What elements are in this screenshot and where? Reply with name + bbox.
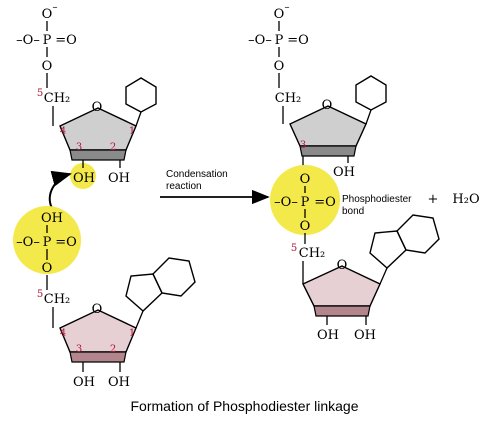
phosphate-top-oxygen: O <box>42 7 53 22</box>
ch2-group: CH₂ <box>299 246 326 261</box>
phosphate-bridge-oxygen: O <box>42 261 53 276</box>
phosphate-phosphorus: P <box>275 33 284 48</box>
left-top-nucleotide: O – –O– P =O O 5 CH₂ O 4 3 2 1 OH <box>16 2 157 189</box>
hydroxyl-2: OH <box>108 171 130 186</box>
reaction-arrow: Condensation reaction <box>160 169 270 205</box>
phosphate-phosphorus: P <box>43 235 52 250</box>
carbon-2-label: 2 <box>110 344 116 355</box>
right-top-sugar-ring: O 3 <box>289 98 367 157</box>
phosphate-left-oxygen: –O– <box>16 235 40 250</box>
phosphate-phosphorus: P <box>43 33 52 48</box>
hydroxyl-3: OH <box>73 375 95 390</box>
ch2-group: CH₂ <box>44 91 71 106</box>
carbon-4-label: 4 <box>60 328 66 339</box>
carbon-1-label: 1 <box>129 126 135 137</box>
base-hexagon <box>355 75 387 111</box>
carbon-5-label: 5 <box>37 88 43 99</box>
phosphate-left-oxygen: –O– <box>16 33 40 48</box>
linkage-bottom-oxygen: O <box>300 219 311 234</box>
left-top-sugar-ring: O 4 3 2 1 <box>59 100 137 161</box>
hydroxyl-3: OH <box>73 171 95 186</box>
left-mid-phosphate: OH –O– P =O O <box>13 206 81 290</box>
ch2-group: CH₂ <box>44 292 71 307</box>
hydroxyl-3: OH <box>317 328 339 343</box>
ring-oxygen: O <box>92 302 103 317</box>
ring-oxygen: O <box>322 98 333 113</box>
carbon-5-label: 5 <box>291 243 297 254</box>
hydroxyl-2: OH <box>108 375 130 390</box>
water-product: H₂O <box>452 192 479 207</box>
carbon-5-label: 5 <box>37 289 43 300</box>
linkage-double-oxygen: =O <box>314 195 336 210</box>
phosphate-double-oxygen: =O <box>55 235 77 250</box>
linkage-phosphorus: P <box>301 195 310 210</box>
ch2-group: CH₂ <box>275 91 302 106</box>
phosphate-double-oxygen: =O <box>55 33 77 48</box>
condensation-label: Condensation <box>166 169 228 180</box>
phosphate-bridge-oxygen: O <box>274 59 285 74</box>
phosphate-bridge-oxygen: O <box>42 59 53 74</box>
carbon-4-label: 4 <box>60 126 66 137</box>
carbon-2-label: 2 <box>110 142 116 153</box>
right-bottom-nucleotide: 5 CH₂ O OH OH <box>291 214 440 343</box>
phosphate-hydroxyl: OH <box>41 211 63 226</box>
purine-base-icon <box>369 214 440 269</box>
linkage-highlight <box>270 165 340 235</box>
plus-sign: + <box>428 192 439 207</box>
figure-caption: Formation of Phosphodiester linkage <box>130 398 359 414</box>
right-top-nucleotide: O – –O– P =O O CH₂ O 3 OH <box>248 2 387 180</box>
phosphodiester-linkage: O –O– P =O O Phosphodiester bond <box>270 165 412 244</box>
ring-oxygen: O <box>92 100 103 115</box>
carbon-3-label: 3 <box>76 344 82 355</box>
phosphate-double-oxygen: =O <box>287 33 309 48</box>
ring-oxygen: O <box>337 258 348 273</box>
carbon-3-label: 3 <box>76 142 82 153</box>
left-bottom-nucleotide: 5 CH₂ O 4 3 2 1 OH OH <box>37 257 196 390</box>
right-top-phosphate: O – –O– P =O O <box>248 2 309 88</box>
phosphodiester-bond-label: Phosphodiester <box>342 194 412 205</box>
purine-base-icon <box>125 257 196 312</box>
reaction-label: reaction <box>166 181 202 192</box>
phosphate-top-charge: – <box>53 2 58 13</box>
phosphate-left-oxygen: –O– <box>248 33 272 48</box>
carbon-3-label: 3 <box>300 140 306 151</box>
phosphate-top-oxygen: O <box>274 7 285 22</box>
hydroxyl-2: OH <box>333 165 355 180</box>
base-hexagon <box>125 77 157 113</box>
hydroxyl-2: OH <box>354 328 376 343</box>
phosphate-top-charge: – <box>285 2 290 13</box>
reactive-3-hydroxyl-highlight <box>70 163 96 189</box>
attack-arrow <box>48 170 72 209</box>
carbon-1-label: 1 <box>129 328 135 339</box>
phosphate-highlight <box>13 206 81 274</box>
right-bottom-sugar-ring: O <box>302 258 381 317</box>
linkage-left-oxygen: –O– <box>274 195 298 210</box>
left-bottom-sugar-ring: O 4 3 2 1 <box>59 302 137 363</box>
bond-label: bond <box>342 206 364 217</box>
linkage-top-oxygen: O <box>300 172 311 187</box>
left-top-phosphate: O – –O– P =O O <box>16 2 77 88</box>
